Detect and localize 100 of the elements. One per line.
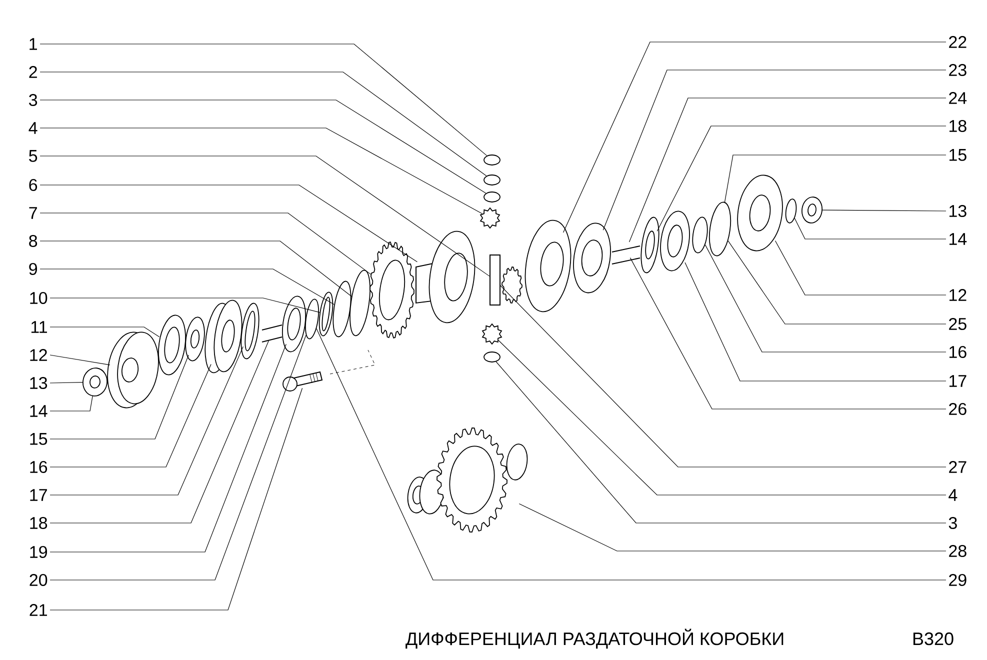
shaft bbox=[612, 246, 640, 264]
ring bbox=[350, 270, 370, 336]
callout-number: 20 bbox=[30, 574, 48, 586]
leader-line bbox=[656, 126, 946, 232]
washer bbox=[185, 316, 205, 362]
leader-line bbox=[774, 240, 946, 296]
callout-number: 25 bbox=[949, 318, 966, 330]
callout-number: 6 bbox=[29, 178, 38, 192]
washer bbox=[484, 174, 500, 186]
washer bbox=[484, 352, 500, 362]
callout-number: 14 bbox=[950, 233, 967, 245]
leader-line bbox=[50, 354, 110, 366]
leader-line bbox=[40, 268, 334, 305]
leader-line bbox=[724, 154, 946, 202]
leader-line bbox=[602, 70, 946, 230]
callout-number: 24 bbox=[949, 92, 967, 104]
differential-housing bbox=[416, 231, 476, 323]
callout-number: 13 bbox=[950, 204, 966, 218]
bearing bbox=[660, 210, 690, 272]
leader-line bbox=[50, 326, 160, 338]
washer bbox=[785, 198, 797, 224]
callout-number: 7 bbox=[29, 207, 37, 219]
leader-line bbox=[50, 382, 84, 384]
callout-number: 28 bbox=[949, 544, 966, 558]
flange bbox=[737, 174, 783, 252]
callout-number: 27 bbox=[949, 461, 966, 473]
callout-number: 12 bbox=[950, 289, 966, 301]
figure-code: B320 bbox=[913, 632, 954, 646]
leader-line bbox=[50, 340, 269, 524]
callout-number: 12 bbox=[30, 349, 47, 361]
callout-number: 17 bbox=[950, 375, 966, 387]
callout-number: 4 bbox=[948, 489, 958, 501]
callout-number: 19 bbox=[30, 546, 47, 558]
leader-line bbox=[684, 262, 946, 382]
leader-line bbox=[630, 258, 946, 410]
callout-number: 10 bbox=[30, 292, 48, 304]
leader-line bbox=[794, 218, 946, 240]
leader-line bbox=[50, 346, 244, 496]
leader-line bbox=[496, 361, 946, 524]
nut bbox=[82, 368, 108, 396]
callout-number: 23 bbox=[949, 64, 966, 76]
bearing bbox=[573, 222, 611, 294]
diagram-title: ДИФФЕРЕНЦИАЛ РАЗДАТОЧНОЙ КОРОБКИ bbox=[406, 628, 784, 649]
leader-line bbox=[50, 388, 303, 610]
callout-number: 8 bbox=[29, 234, 38, 248]
callout-number: 15 bbox=[30, 433, 48, 445]
leader-line bbox=[704, 244, 946, 352]
callout-number: 22 bbox=[949, 36, 966, 48]
leader-line bbox=[518, 503, 946, 552]
snap-ring bbox=[318, 292, 334, 336]
differential-assembly bbox=[407, 428, 528, 532]
leader-line bbox=[50, 364, 212, 468]
callout-number: 2 bbox=[29, 66, 37, 78]
callout-number: 5 bbox=[29, 150, 38, 162]
bearing bbox=[204, 300, 242, 374]
oil-seal bbox=[158, 314, 186, 376]
leader-line bbox=[498, 340, 946, 496]
leader-line bbox=[40, 72, 487, 176]
callout-number: 13 bbox=[30, 376, 48, 390]
flange bbox=[107, 332, 159, 408]
leader-line bbox=[316, 328, 946, 580]
snap-ring bbox=[640, 216, 660, 274]
callout-number: 21 bbox=[30, 604, 47, 616]
callout-number: 18 bbox=[950, 120, 966, 132]
leader-line bbox=[40, 240, 352, 297]
leader-line bbox=[822, 210, 946, 212]
leader-line bbox=[50, 396, 93, 412]
ring bbox=[240, 302, 260, 360]
callout-number: 16 bbox=[950, 346, 966, 358]
callout-number: 26 bbox=[949, 402, 966, 416]
leader-line bbox=[50, 298, 320, 313]
ring bbox=[332, 280, 352, 338]
callout-number: 4 bbox=[28, 122, 38, 134]
bolt bbox=[282, 371, 323, 392]
callout-number: 3 bbox=[29, 94, 38, 106]
leader-line bbox=[40, 212, 372, 275]
washer bbox=[484, 154, 500, 166]
snap-ring bbox=[305, 298, 320, 340]
housing-cover bbox=[524, 220, 572, 312]
callout-number: 29 bbox=[949, 574, 966, 586]
callout-number: 16 bbox=[30, 460, 48, 474]
leader-line bbox=[50, 334, 306, 580]
washer bbox=[484, 192, 500, 202]
ring bbox=[692, 216, 708, 254]
leader-line bbox=[40, 100, 486, 194]
leader-line bbox=[50, 344, 286, 552]
callout-number: 14 bbox=[30, 405, 48, 417]
leader-line bbox=[40, 44, 488, 156]
callout-number: 3 bbox=[948, 516, 957, 530]
leader-line bbox=[50, 354, 189, 440]
callout-number: 17 bbox=[30, 489, 47, 501]
callout-number: 1 bbox=[30, 38, 37, 50]
leader-line bbox=[500, 285, 946, 468]
callout-number: 18 bbox=[30, 516, 48, 530]
axle-pin bbox=[490, 254, 500, 306]
callout-number: 9 bbox=[29, 262, 37, 276]
leader-line bbox=[40, 184, 418, 262]
leader-line bbox=[562, 42, 946, 233]
callout-number: 11 bbox=[31, 321, 47, 333]
leader-line bbox=[40, 128, 483, 214]
